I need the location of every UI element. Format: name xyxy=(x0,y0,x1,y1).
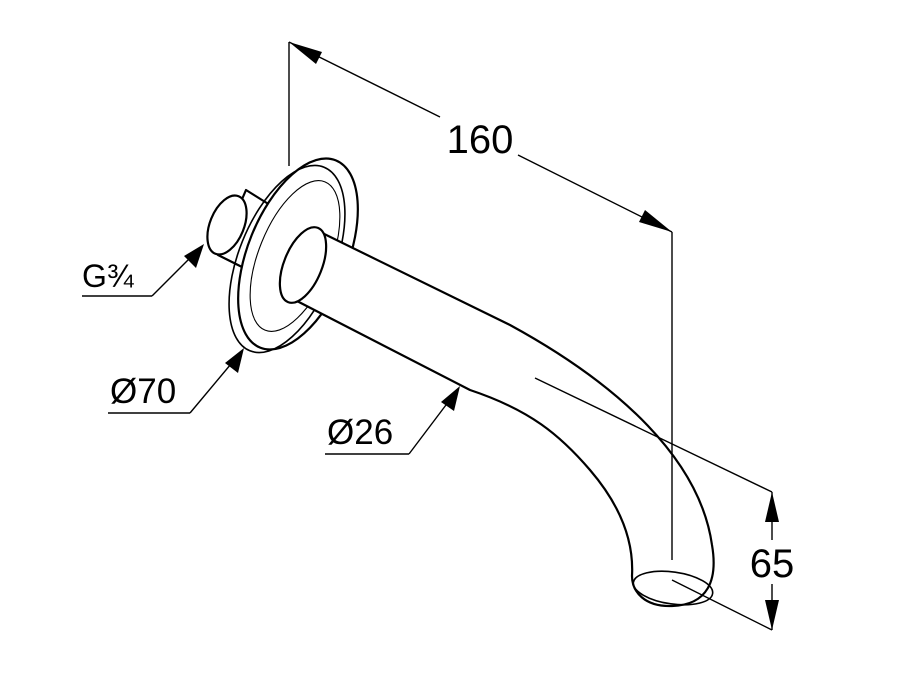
dimension-65-label: 65 xyxy=(750,542,795,586)
dimension-65: 65 xyxy=(534,377,800,631)
arrowhead-left xyxy=(289,42,322,64)
spout-body xyxy=(206,157,715,608)
arrowhead-spout xyxy=(441,386,460,411)
rosette-diameter-label: Ø70 xyxy=(110,372,176,411)
thread-label: G¾ xyxy=(82,258,135,294)
extension-line-top xyxy=(534,377,773,493)
leader-spout: Ø26 xyxy=(325,386,460,455)
arrowhead-bottom xyxy=(765,600,779,630)
leader-rosette: Ø70 xyxy=(108,348,244,414)
leader-thread: G¾ xyxy=(82,244,204,297)
arrowhead-right xyxy=(639,210,672,232)
arrowhead-rosette xyxy=(225,348,244,373)
thread-connector xyxy=(206,188,272,270)
extension-line-bottom xyxy=(671,579,773,631)
spout-diameter-label: Ø26 xyxy=(327,413,393,452)
dimension-160: 160 xyxy=(288,41,673,560)
dimension-160-label: 160 xyxy=(447,118,514,162)
spout-pipe xyxy=(278,226,715,608)
arrowhead-top xyxy=(765,492,779,522)
arrowhead-thread xyxy=(184,244,204,268)
